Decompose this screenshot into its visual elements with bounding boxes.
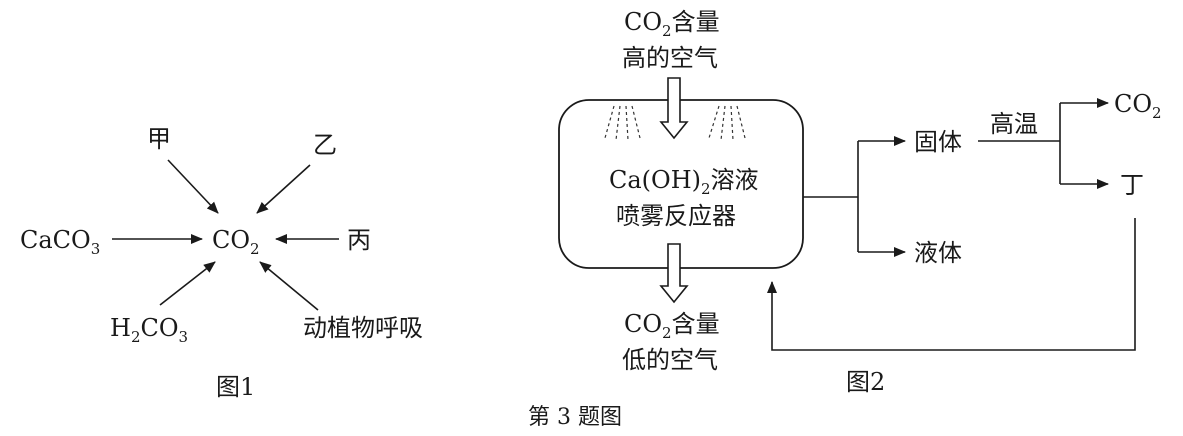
fig1-arrow-yi (256, 164, 311, 214)
fig2-label-co2-out: CO2 (1114, 90, 1162, 122)
fig1-label-bing: 丙 (347, 226, 371, 254)
fig1-arrow-respiration (259, 261, 319, 311)
fig1-caption: 图1 (216, 373, 255, 401)
fig2-recycle-line (767, 218, 1136, 351)
fig1-label-respiration: 动植物呼吸 (303, 314, 423, 342)
fig2-label-high-temp: 高温 (990, 110, 1038, 138)
fig1-label-jia: 甲 (147, 125, 171, 153)
fig1-center-co2: CO2 (212, 226, 260, 258)
fig2-input-line1: CO2含量 (624, 8, 720, 40)
fig2-reactor-line2: 喷雾反应器 (616, 202, 736, 230)
fig2-label-ding: 丁 (1120, 171, 1144, 199)
fig2-label-solid: 固体 (914, 128, 962, 156)
fig2-reactor-box (558, 99, 804, 269)
fig2-output-line1: CO2含量 (624, 310, 720, 342)
fig2-reactor-line1: Ca(OH)2溶液 (609, 166, 759, 198)
fig1-label-yi: 乙 (313, 131, 337, 159)
fig1-arrow-h2co3 (159, 261, 216, 306)
fig2-input-arrow (659, 77, 689, 140)
fig2-output-arrow (659, 243, 689, 304)
fig1-arrow-jia (167, 159, 219, 214)
fig2-output-line2: 低的空气 (622, 346, 718, 374)
figure-1: CO2 甲 乙 CaCO3 丙 H2CO3 动植物呼吸 图1 (20, 125, 423, 401)
figure-title: 第 3 题图 (528, 405, 622, 430)
figure-2: CO2含量 高的空气 Ca(OH)2溶液 喷雾反应器 C (558, 8, 1162, 396)
fig2-spray-right (708, 105, 746, 141)
fig2-input-line2: 高的空气 (622, 44, 718, 72)
fig2-spray-left (604, 105, 641, 141)
fig2-label-liquid: 液体 (914, 239, 962, 267)
fig2-caption: 图2 (846, 368, 885, 396)
fig1-label-caco3: CaCO3 (20, 226, 100, 258)
fig1-label-h2co3: H2CO3 (110, 314, 188, 346)
